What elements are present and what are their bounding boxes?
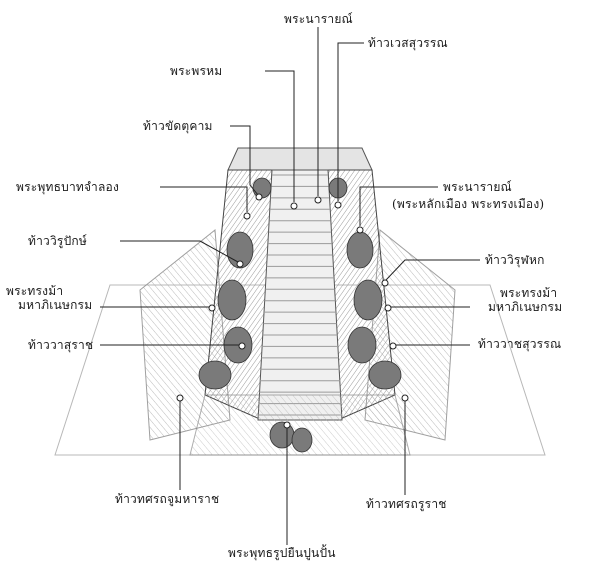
label-phra-song-ma-right-2: มหาภิเนษกรม	[488, 300, 562, 314]
label-phra-narai-right-sub: (พระหลักเมือง พระทรงเมือง)	[392, 197, 544, 211]
label-thao-wessuwan: ท้าวเวสสุวรรณ	[368, 36, 448, 50]
central-stair	[258, 170, 342, 420]
label-phra-phuttha-bat: พระพุทธบาทจำลอง	[16, 180, 119, 194]
label-phra-song-ma-right-1: พระทรงม้า	[500, 286, 557, 300]
label-phra-phrom: พระพรหม	[170, 64, 222, 78]
label-thao-watsurat: ท้าววาสุราช	[28, 338, 93, 352]
label-phra-narai-right: พระนารายณ์	[443, 180, 512, 194]
label-thao-watsuwan: ท้าววาชสุวรรณ	[478, 337, 561, 351]
label-thao-thotsarathat: ท้าวทศรถจูมหาราช	[115, 492, 219, 506]
label-phra-narai-top: พระนารายณ์	[284, 12, 353, 26]
label-thao-khatkhukham: ท้าวขัดตุคาม	[143, 119, 213, 133]
label-phra-song-ma-left-1: พระทรงม้า	[6, 284, 63, 298]
label-thao-thotsaruk: ท้าวทศรถรูราช	[366, 497, 447, 511]
label-phra-song-ma-left-2: มหาภิเนษกรม	[18, 298, 92, 312]
label-phra-phuttha-rup: พระพุทธรูปยืนปูนปั้น	[228, 546, 336, 560]
label-thao-wirulhok: ท้าววิรุฬหก	[485, 253, 545, 267]
label-thao-wirupak: ท้าววิรูปักษ์	[28, 234, 87, 248]
